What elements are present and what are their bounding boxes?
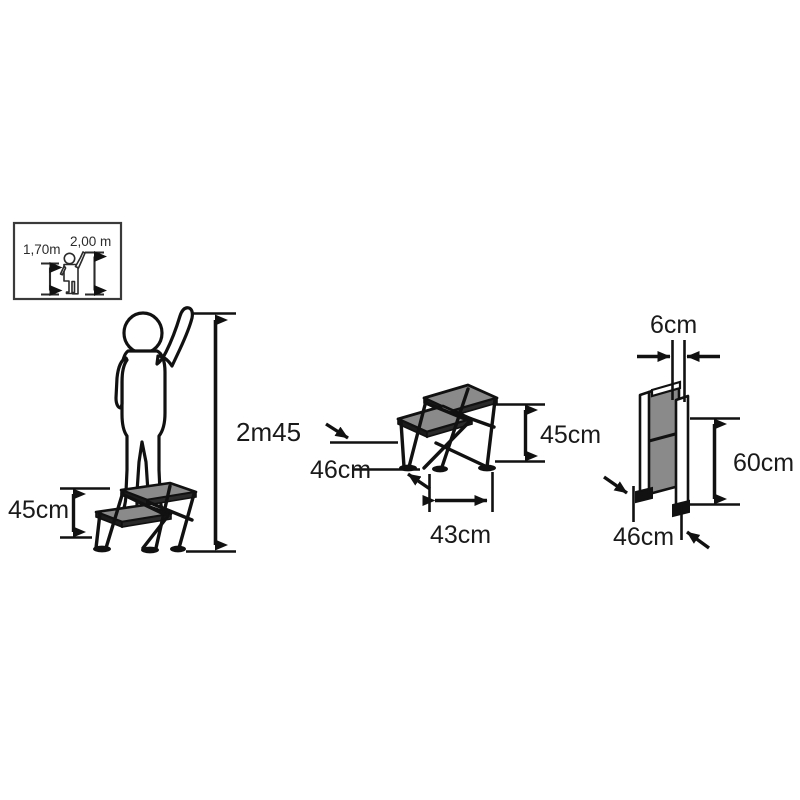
dimension-step-height-left: 45cm — [8, 487, 110, 539]
folded-height-label: 60cm — [733, 449, 794, 477]
reach-height-inset: 1,70m 2,00 m — [12, 221, 123, 301]
folded-depth-label: 46cm — [613, 523, 674, 551]
person-figure — [114, 306, 194, 519]
inset-person-figure — [59, 251, 86, 295]
folded-front-rail — [674, 394, 690, 511]
width-label-mid: 43cm — [430, 521, 491, 549]
inset-reach-label: 2,00 m — [70, 234, 111, 249]
inset-dimension-reach: 2,00 m — [70, 234, 111, 296]
dimension-thickness-right: 6cm — [637, 311, 720, 402]
dimension-width-mid: 43cm — [422, 472, 494, 549]
open-stool-view: 46cm 45cm 43cm — [310, 383, 601, 549]
step-stool-open-middle — [396, 383, 499, 473]
depth-label-mid: 46cm — [310, 456, 371, 484]
stool-frame-mid — [399, 387, 497, 470]
inset-dimension-height: 1,70m — [23, 242, 63, 296]
step-stool-folded — [635, 380, 690, 518]
folded-stool-view: 6cm 60cm 46cm — [603, 311, 794, 551]
person-on-stool-view: 45cm 2m45 — [8, 306, 301, 554]
total-reach-label: 2m45 — [236, 417, 301, 447]
dimension-total-reach: 2m45 — [186, 312, 301, 553]
stool-frame-left — [94, 484, 196, 550]
folded-foot-rear — [635, 486, 653, 504]
step-stool-open-left — [93, 481, 198, 554]
thickness-label-right: 6cm — [650, 311, 697, 339]
dimension-folded-depth: 46cm — [603, 475, 710, 551]
step-height-label: 45cm — [8, 496, 69, 524]
dimension-folded-height: 60cm — [690, 417, 794, 506]
lower-step-front — [121, 513, 172, 528]
dimension-height-mid: 45cm — [493, 403, 601, 463]
height-label-mid: 45cm — [540, 421, 601, 449]
stool-feet-left — [93, 545, 186, 554]
inset-height-label: 1,70m — [23, 242, 61, 257]
folded-panel-divider — [648, 431, 680, 443]
dimension-depth-mid: 46cm — [310, 422, 431, 491]
